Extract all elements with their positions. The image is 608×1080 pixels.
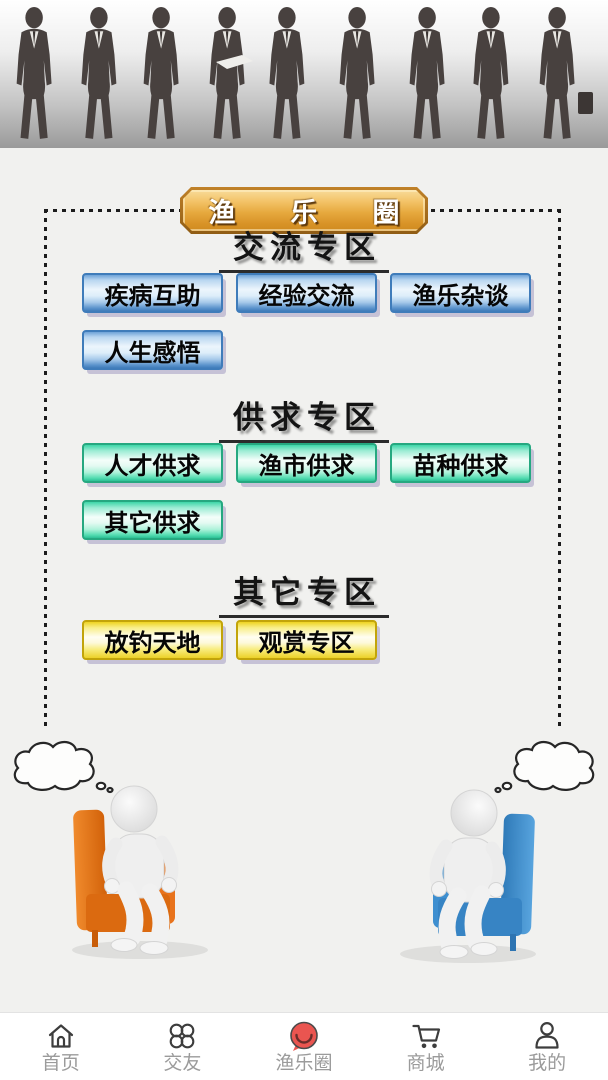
tab-label: 首页 — [41, 1053, 80, 1074]
tab-label: 商城 — [406, 1053, 445, 1074]
button-row: 人才供求 渔市供求 苗种供求 — [82, 443, 531, 483]
sitting-figure-blue-chair — [396, 782, 546, 967]
page-title-plaque-face: 渔乐圈 — [183, 190, 425, 231]
bottom-tab-bar: 首页 交友 渔乐圈 — [0, 1012, 608, 1080]
forum-button-other-supply[interactable]: 其它供求 — [82, 500, 223, 540]
tab-home[interactable]: 首页 — [0, 1013, 122, 1080]
tab-fishing-circle-active[interactable]: 渔乐圈 — [243, 1013, 365, 1080]
section-heading-wrap: 其它专区 — [0, 567, 608, 618]
tab-friends[interactable]: 交友 — [122, 1013, 244, 1080]
page-title-plaque: 渔乐圈 — [180, 187, 428, 234]
thought-bubble-right — [494, 739, 598, 795]
forum-button-ornamental[interactable]: 观赏专区 — [236, 620, 377, 660]
tab-label: 交友 — [163, 1053, 202, 1074]
dashed-frame-right — [558, 209, 561, 730]
section-title-communication: 交流专区 — [219, 222, 389, 273]
tab-profile[interactable]: 我的 — [486, 1013, 608, 1080]
user-icon — [530, 1019, 564, 1053]
thought-bubble-left — [10, 739, 114, 795]
button-row: 放钓天地 观赏专区 — [82, 620, 377, 660]
button-row: 人生感悟 — [82, 330, 223, 370]
page-title: 渔乐圈 — [208, 198, 455, 228]
forum-button-fishing-chat[interactable]: 渔乐杂谈 — [390, 273, 531, 313]
forum-button-talent-supply[interactable]: 人才供求 — [82, 443, 223, 483]
dashed-frame-left — [44, 209, 47, 730]
forum-button-market-supply[interactable]: 渔市供求 — [236, 443, 377, 483]
header-banner-image — [0, 0, 608, 148]
section-heading-wrap: 供求专区 — [0, 392, 608, 443]
sitting-figure-orange-chair — [62, 778, 212, 963]
section-title-other: 其它专区 — [219, 567, 389, 618]
home-icon — [44, 1019, 78, 1053]
forum-button-experience[interactable]: 经验交流 — [236, 273, 377, 313]
forum-button-seed-supply[interactable]: 苗种供求 — [390, 443, 531, 483]
forum-button-disease-help[interactable]: 疾病互助 — [82, 273, 223, 313]
button-row: 其它供求 — [82, 500, 223, 540]
cart-icon — [409, 1019, 443, 1053]
chat-bubble-smile-icon — [287, 1019, 321, 1053]
tab-mall[interactable]: 商城 — [365, 1013, 487, 1080]
businessmen-silhouettes — [0, 0, 608, 148]
section-title-supply-demand: 供求专区 — [219, 392, 389, 443]
tab-label: 我的 — [528, 1053, 567, 1074]
tab-label: 渔乐圈 — [275, 1053, 333, 1074]
clover-icon — [165, 1019, 199, 1053]
forum-button-life-insights[interactable]: 人生感悟 — [82, 330, 223, 370]
button-row: 疾病互助 经验交流 渔乐杂谈 — [82, 273, 531, 313]
section-heading-wrap: 交流专区 — [0, 222, 608, 273]
forum-button-fishing-world[interactable]: 放钓天地 — [82, 620, 223, 660]
